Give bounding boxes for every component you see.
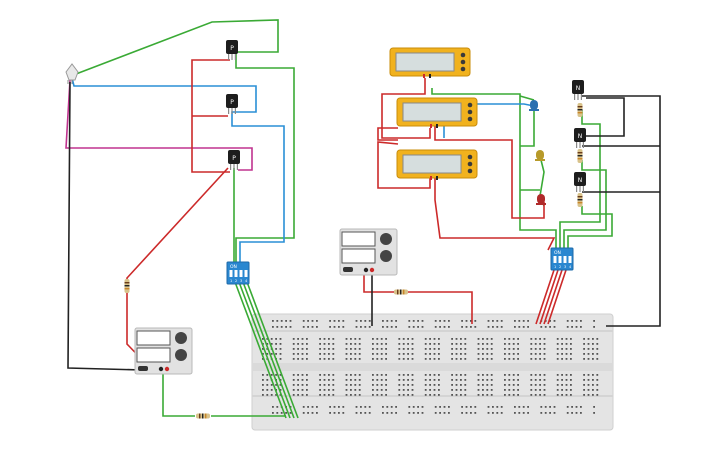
resistor[interactable] (577, 149, 583, 163)
transistor-label: N (576, 85, 581, 92)
multimeter[interactable] (396, 149, 478, 180)
n-transistor[interactable]: N (574, 172, 586, 192)
green-wires (75, 19, 613, 419)
n-transistor[interactable]: N (574, 128, 586, 148)
p-transistor[interactable]: P (226, 94, 238, 114)
transistor-label: P (232, 155, 236, 162)
transistor-label: P (230, 99, 234, 106)
dip-toggle[interactable] (558, 256, 562, 263)
magenta-wires (65, 79, 253, 171)
dip-on-label: ON (230, 264, 237, 270)
dip-toggle[interactable] (563, 256, 567, 263)
transistor-label: N (578, 177, 583, 184)
dip-toggle[interactable] (229, 270, 233, 277)
dip-toggle[interactable] (568, 256, 572, 263)
led[interactable] (535, 150, 545, 161)
p-transistor[interactable]: P (226, 40, 238, 60)
dip-pin-label: 4 (569, 265, 572, 269)
power-supply[interactable] (134, 327, 193, 375)
multimeter[interactable] (389, 47, 471, 78)
resistor[interactable] (124, 279, 130, 293)
led[interactable] (529, 100, 539, 111)
dip-pin-label: 1 (230, 279, 232, 283)
dip-pin-label: 2 (235, 279, 237, 283)
dip-toggle[interactable] (239, 270, 243, 277)
resistor[interactable] (577, 103, 583, 117)
led[interactable] (536, 194, 546, 205)
dip-pin-label: 3 (564, 265, 566, 269)
resistor[interactable] (577, 193, 583, 207)
transistor-label: P (230, 45, 234, 52)
dip-pin-label: 1 (554, 265, 556, 269)
multimeter[interactable] (396, 97, 478, 128)
n-transistor[interactable]: N (572, 80, 584, 100)
battery-connector[interactable] (65, 63, 79, 84)
p-transistor[interactable]: P (228, 150, 240, 170)
dip-pin-label: 2 (559, 265, 561, 269)
dip-toggle[interactable] (244, 270, 248, 277)
resistors (124, 103, 583, 419)
dip-on-label: ON (554, 250, 561, 256)
dip-pin-label: 3 (240, 279, 242, 283)
black-wires (67, 81, 661, 371)
resistor[interactable] (196, 413, 210, 419)
breadboard[interactable] (251, 313, 614, 431)
dip-toggle[interactable] (234, 270, 238, 277)
dip-pin-label: 4 (245, 279, 248, 283)
breadboard-holes (262, 320, 599, 414)
transistor-label: N (578, 133, 583, 140)
resistor[interactable] (394, 289, 408, 295)
dip-toggle[interactable] (553, 256, 557, 263)
power-supply[interactable] (339, 228, 398, 276)
